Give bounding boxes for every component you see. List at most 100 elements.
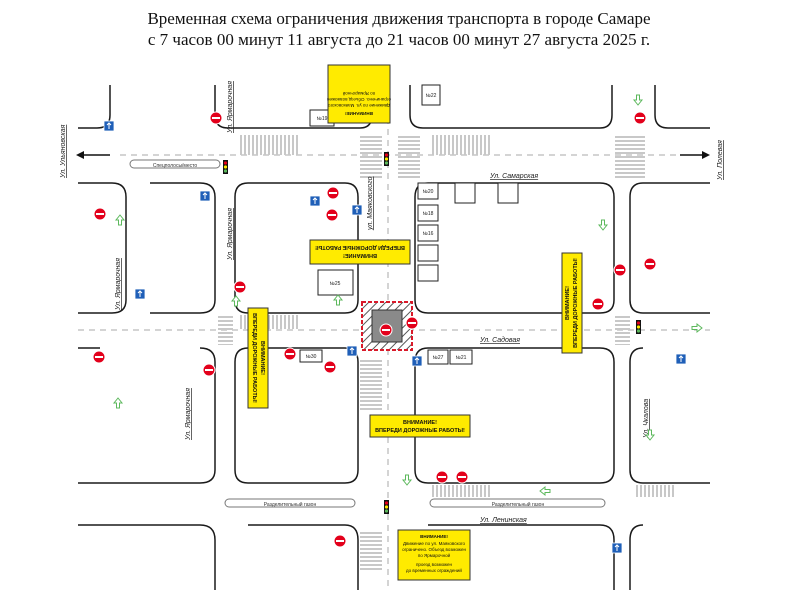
no-entry-sign-icon <box>613 263 627 277</box>
buildings <box>299 84 519 365</box>
notice-works-right: ВНИМАНИЕ! ВПЕРЕДИ ДОРОЖНЫЕ РАБОТЫ! <box>561 252 583 354</box>
svg-text:Движение по ул. Маяковского: Движение по ул. Маяковского <box>327 103 390 108</box>
street-chkalova: Ул. Чкалова <box>643 399 650 439</box>
svg-text:ограничено. Объезд возможен: ограничено. Объезд возможен <box>327 97 391 102</box>
svg-text:ВПЕРЕДИ ДОРОЖНЫЕ РАБОТЫ!: ВПЕРЕДИ ДОРОЖНЫЕ РАБОТЫ! <box>251 313 257 403</box>
svg-text:№20: №20 <box>423 189 434 195</box>
svg-text:ВНИМАНИЕ!: ВНИМАНИЕ! <box>403 420 437 426</box>
no-entry-sign-icon <box>633 111 647 125</box>
svg-text:№21: №21 <box>456 355 467 361</box>
street-yarmarochnaya-1: Ул. Ярмарочная <box>115 258 122 311</box>
info-sign-icon <box>611 542 623 554</box>
title-line-2: с 7 часов 00 минут 11 августа до 21 часо… <box>147 30 651 49</box>
street-yarmarochnaya-4: Ул. Ярмарочная <box>185 388 192 441</box>
notice-works-left: ВНИМАНИЕ! ВПЕРЕДИ ДОРОЖНЫЕ РАБОТЫ! <box>247 307 269 409</box>
street-yarmarochnaya-3: Ул. Ярмарочная <box>227 208 234 261</box>
svg-text:№22: №22 <box>426 93 437 99</box>
svg-text:до временных ограждений: до временных ограждений <box>406 567 462 573</box>
traffic-light-icon <box>384 152 389 166</box>
direction-arrow-left-icon <box>76 151 110 159</box>
svg-text:Движение по ул. Маяковского: Движение по ул. Маяковского <box>403 541 466 546</box>
street-mayakovskogo: ул. Маяковского <box>367 176 374 231</box>
green-arrow-icon <box>597 219 609 231</box>
scheme-title: Временная схема ограничения движения тра… <box>0 8 798 50</box>
svg-text:№19: №19 <box>317 116 328 122</box>
traffic-lights <box>223 152 641 514</box>
no-entry-sign-icon <box>643 257 657 271</box>
info-sign-icon <box>134 288 146 300</box>
no-entry-sign-icon <box>93 207 107 221</box>
svg-text:№30: №30 <box>306 354 317 360</box>
no-entry-sign-icon <box>92 350 106 364</box>
street-leninskaya: Ул. Ленинская <box>479 517 527 524</box>
svg-text:проезд возможен: проезд возможен <box>416 562 453 567</box>
divider-lawns: Разделительный газон Разделительный газо… <box>129 159 606 508</box>
street-polevaya: Ул. Полевая <box>717 140 724 181</box>
traffic-light-icon <box>636 320 641 334</box>
building-numbers: №19 №22 №20 №18 №16 №30 №27 №21 №25 <box>306 93 467 361</box>
green-arrow-icon <box>112 397 124 409</box>
green-arrow-icon <box>691 322 703 334</box>
traffic-light-icon <box>384 500 389 514</box>
street-ulyanovskaya: Ул. Ульяновская <box>60 124 67 179</box>
green-arrow-icon <box>401 474 413 486</box>
direction-arrow-right-icon <box>680 151 710 159</box>
no-entry-sign-icon <box>333 534 347 548</box>
info-sign-icon <box>675 353 687 365</box>
svg-text:ВНИМАНИЕ!: ВНИМАНИЕ! <box>343 252 377 258</box>
svg-text:ограничено. Объезд возможен: ограничено. Объезд возможен <box>402 547 466 552</box>
svg-text:ВПЕРЕДИ ДОРОЖНЫЕ РАБОТЫ!: ВПЕРЕДИ ДОРОЖНЫЕ РАБОТЫ! <box>315 244 405 250</box>
svg-text:ВНИМАНИЕ!: ВНИМАНИЕ! <box>345 111 373 116</box>
svg-text:по Ярмарочной: по Ярмарочной <box>418 552 451 558</box>
no-entry-sign-icon <box>405 316 419 330</box>
notice-bottom: ВНИМАНИЕ! Движение по ул. Маяковского ог… <box>397 529 471 581</box>
svg-text:ВНИМАНИЕ!: ВНИМАНИЕ! <box>565 286 571 320</box>
info-sign-icon <box>309 195 321 207</box>
green-arrow-icon <box>230 295 242 307</box>
svg-text:ВПЕРЕДИ ДОРОЖНЫЕ РАБОТЫ!: ВПЕРЕДИ ДОРОЖНЫЕ РАБОТЫ! <box>375 428 465 434</box>
notice-works-mayakovskogo: ВНИМАНИЕ! ВПЕРЕДИ ДОРОЖНЫЕ РАБОТЫ! <box>309 239 411 265</box>
svg-text:№18: №18 <box>423 211 434 217</box>
no-entry-sign-icon <box>283 347 297 361</box>
svg-text:ВПЕРЕДИ ДОРОЖНЫЕ РАБОТЫ!: ВПЕРЕДИ ДОРОЖНЫЕ РАБОТЫ! <box>573 258 579 348</box>
svg-text:по Ярмарочной: по Ярмарочной <box>342 91 375 97</box>
no-entry-sign-icon <box>326 186 340 200</box>
divider-label-1: Разделительный газон <box>264 501 317 508</box>
divider-label-2: Разделительный газон <box>492 501 545 508</box>
street-samarskaya: Ул. Самарская <box>489 173 538 180</box>
street-yarmarochnaya-2: Ул. Ярмарочная <box>227 81 234 134</box>
info-sign-icon <box>411 355 423 367</box>
info-sign-icon <box>346 345 358 357</box>
green-arrows <box>112 94 703 497</box>
title-line-1: Временная схема ограничения движения тра… <box>147 9 651 28</box>
no-entry-sign-icon <box>591 297 605 311</box>
svg-text:ВНИМАНИЕ!: ВНИМАНИЕ! <box>259 341 265 375</box>
no-entry-signs <box>92 111 657 548</box>
green-arrow-icon <box>114 214 126 226</box>
divider-label-3: Спецполосы/место <box>153 163 198 169</box>
svg-text:ВНИМАНИЕ!: ВНИМАНИЕ! <box>420 534 448 539</box>
info-sign-icon <box>103 120 115 132</box>
no-entry-sign-icon <box>233 280 247 294</box>
info-sign-icon <box>199 190 211 202</box>
notice-top: ВНИМАНИЕ! Движение по ул. Маяковского ог… <box>327 64 391 124</box>
no-entry-sign-icon <box>323 360 337 374</box>
green-arrow-icon <box>632 94 644 106</box>
svg-text:№27: №27 <box>433 355 444 361</box>
notice-works-bottom: ВНИМАНИЕ! ВПЕРЕДИ ДОРОЖНЫЕ РАБОТЫ! <box>369 414 471 438</box>
svg-text:№16: №16 <box>423 231 434 237</box>
green-arrow-icon <box>332 294 344 306</box>
street-sadovaya: Ул. Садовая <box>479 336 520 344</box>
info-signs <box>103 120 687 554</box>
no-entry-sign-icon <box>379 323 393 337</box>
traffic-light-icon <box>223 160 228 174</box>
no-entry-sign-icon <box>435 470 449 484</box>
street-labels: Ул. Ульяновская Ул. Ярмарочная Ул. Ярмар… <box>60 81 724 524</box>
no-entry-sign-icon <box>455 470 469 484</box>
svg-text:№25: №25 <box>330 281 341 287</box>
no-entry-sign-icon <box>209 111 223 125</box>
no-entry-sign-icon <box>202 363 216 377</box>
no-entry-sign-icon <box>325 208 339 222</box>
info-sign-icon <box>351 204 363 216</box>
